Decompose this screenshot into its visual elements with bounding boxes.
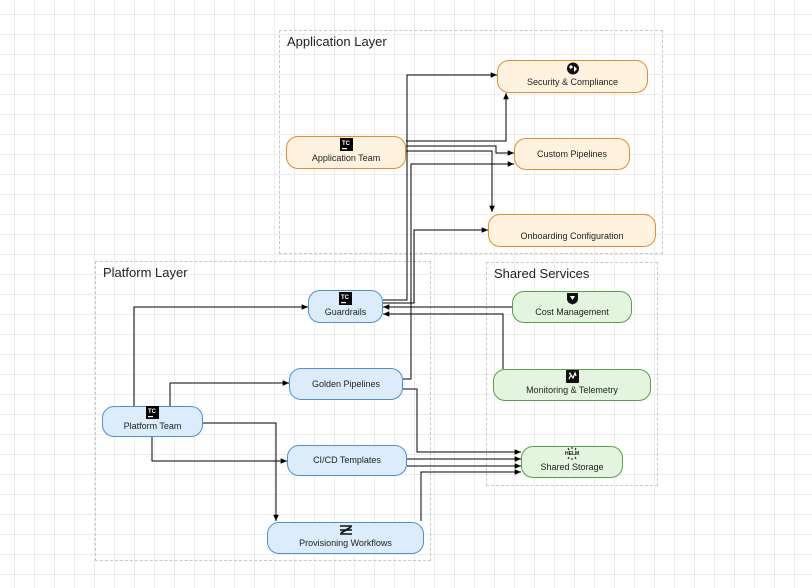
edge-golden-storage bbox=[403, 388, 521, 455]
svg-text:TC: TC bbox=[341, 295, 350, 301]
teamcity-icon: TC bbox=[339, 292, 352, 305]
application-layer-title: Application Layer bbox=[287, 34, 387, 49]
guardrails-label: Guardrails bbox=[324, 307, 367, 317]
shared-storage-label: Shared Storage bbox=[540, 462, 604, 472]
cicd-templates-node[interactable]: CI/CD Templates bbox=[287, 445, 407, 476]
helm-icon: HELM bbox=[564, 447, 580, 460]
svg-text:TC: TC bbox=[342, 141, 351, 147]
edge-appteam-security bbox=[406, 93, 509, 142]
platform-layer-group: Platform Layer bbox=[95, 261, 431, 561]
application-team-node[interactable]: TC Application Team bbox=[286, 136, 406, 169]
edge-appteam-onboarding bbox=[406, 150, 495, 212]
edge-platform-provisioning bbox=[203, 422, 279, 521]
edge-guardrails-onboarding bbox=[383, 227, 488, 304]
edge-platform-cicd bbox=[151, 437, 287, 464]
teamcity-icon: TC bbox=[146, 406, 159, 419]
edge-platform-golden bbox=[169, 380, 289, 407]
onboarding-configuration-node[interactable]: Onboarding Configuration bbox=[488, 214, 656, 247]
teamcity-icon: TC bbox=[339, 138, 353, 151]
edge-provisioning-storage bbox=[420, 469, 521, 521]
custom-pipelines-node[interactable]: Custom Pipelines bbox=[514, 138, 630, 170]
edge-appteam-custom bbox=[406, 145, 514, 156]
shared-services-title: Shared Services bbox=[494, 266, 590, 281]
cost-shield-icon bbox=[566, 292, 579, 305]
svg-text:TC: TC bbox=[148, 409, 157, 415]
edge-platform-guardrails bbox=[133, 304, 308, 407]
application-layer-group: Application Layer bbox=[279, 30, 663, 254]
guardrails-node[interactable]: TC Guardrails bbox=[308, 290, 383, 323]
edge-golden-custom bbox=[403, 161, 514, 380]
security-compliance-label: Security & Compliance bbox=[526, 77, 619, 87]
golden-pipelines-node[interactable]: Golden Pipelines bbox=[289, 368, 403, 400]
platform-team-label: Platform Team bbox=[123, 421, 182, 431]
shared-storage-node[interactable]: HELM Shared Storage bbox=[521, 446, 623, 478]
cost-management-label: Cost Management bbox=[535, 307, 609, 317]
provisioning-workflows-label: Provisioning Workflows bbox=[299, 538, 392, 548]
shield-figure-icon bbox=[566, 62, 580, 75]
edge-monitoring-guardrails bbox=[383, 311, 504, 369]
platform-team-node[interactable]: TC Platform Team bbox=[102, 406, 203, 437]
cost-management-node[interactable]: Cost Management bbox=[512, 291, 632, 323]
provisioning-workflows-node[interactable]: Provisioning Workflows bbox=[267, 522, 424, 554]
monitoring-telemetry-label: Monitoring & Telemetry bbox=[526, 385, 618, 395]
svg-text:HELM: HELM bbox=[565, 451, 579, 457]
onboarding-configuration-label: Onboarding Configuration bbox=[520, 231, 624, 241]
custom-pipelines-label: Custom Pipelines bbox=[536, 148, 608, 159]
monitoring-telemetry-node[interactable]: Monitoring & Telemetry bbox=[493, 369, 651, 401]
platform-layer-title: Platform Layer bbox=[103, 265, 188, 280]
application-team-label: Application Team bbox=[311, 153, 381, 163]
security-compliance-node[interactable]: Security & Compliance bbox=[497, 60, 648, 93]
golden-pipelines-label: Golden Pipelines bbox=[311, 378, 381, 389]
cicd-templates-label: CI/CD Templates bbox=[313, 455, 381, 465]
provisioning-icon bbox=[339, 524, 353, 536]
shared-services-group: Shared Services bbox=[486, 262, 658, 486]
monitoring-icon bbox=[565, 370, 579, 383]
edge-guardrails-security bbox=[383, 72, 497, 301]
